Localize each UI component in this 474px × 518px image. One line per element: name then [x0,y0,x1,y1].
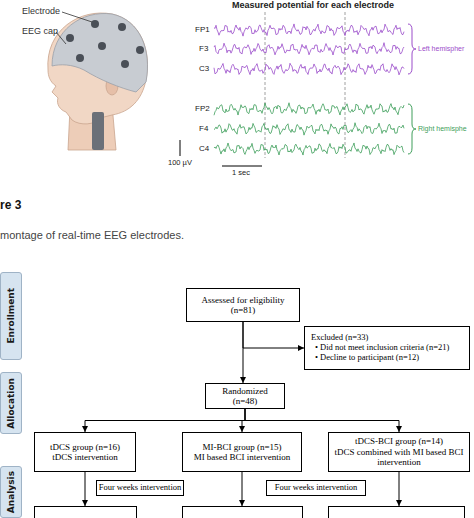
node-text: MI-BCI group (n=15) [202,442,281,452]
group-box: tDCS-BCI group (n=14)tDCS combined with … [328,432,470,472]
scale-bar [180,140,181,156]
process-box: Randomized (n=48) [205,383,285,409]
hemisphere-brace [408,24,416,74]
node-text: Excluded (n=33) [311,333,368,343]
electrode-dot [76,54,84,62]
phase-band: Enrollment [0,272,22,360]
flow-line [242,472,243,506]
node-text: MI based BCI intervention [194,452,291,462]
node-text: Four weeks intervention [275,483,358,493]
plot-title: Measured potential for each electrode [232,0,394,10]
eeg-trace [214,63,404,75]
node-text: tDCS group (n=16) [50,442,120,452]
cut-off-box [35,507,137,518]
flow-arrow [243,322,304,348]
channel-name: C4 [199,144,209,153]
channel-name: F3 [199,44,208,53]
cut-off-box [329,507,465,518]
eeg-trace [214,143,404,155]
flow-arrow [245,409,399,432]
electrode-dot [136,46,144,54]
node-text: Analysis [6,471,16,513]
time-marker [265,12,266,158]
eeg-trace [214,24,404,36]
node-text: tDCS combined with MI based BCI interven… [332,447,466,468]
scale-bar [222,166,262,167]
phase-band: Allocation [0,372,22,434]
electrode-dot [118,23,126,31]
electrode-dot [98,42,106,50]
channel-name: FP1 [195,25,210,34]
hemisphere-label: Right hemisphe [418,125,467,132]
duration-box: Four weeks intervention [96,480,184,496]
callout-label: EEG cap [22,26,58,36]
eeg-trace [214,43,404,55]
figure-caption: montage of real-time EEG electrodes. [0,229,184,241]
duration-box: Four weeks intervention [266,480,366,496]
scale-label: 100 µV [168,158,192,167]
eeg-traces [214,24,404,155]
process-box: Assessed for eligibility (n=81) [186,288,300,322]
cut-off-box [183,507,303,518]
eeg-trace [214,123,404,135]
electrode-dot [66,34,74,42]
group-box: MI-BCI group (n=15)MI based BCI interven… [182,432,302,472]
callout-label: Electrode [22,6,60,16]
leader-line [62,12,92,22]
flow-line [399,472,400,506]
channel-name: FP2 [195,104,210,113]
cap-strap [92,112,104,150]
eeg-trace [214,103,404,115]
node-text: Four weeks intervention [99,483,182,493]
node-text: tDCS intervention [52,452,118,462]
node-text: Enrollment [6,288,16,344]
flow-arrow [243,322,244,383]
figure-number: re 3 [0,198,21,212]
head [48,13,148,124]
hemisphere-brace [408,104,416,154]
hemisphere-label: Left hemispher [418,45,464,52]
exclusion-box: Excluded (n=33)• Did not meet inclusion … [304,326,470,370]
phase-band: Analysis [0,466,22,518]
node-text: • Decline to participant (n=12) [311,353,419,363]
electrode-dot [121,60,129,68]
flow-arrow [242,409,245,432]
scale-label: 1 sec [232,168,250,177]
eeg-cap [52,13,148,92]
electrode-dot [91,20,99,28]
channel-name: C3 [199,64,209,73]
node-text: • Did not meet inclusion criteria (n=21) [311,343,449,353]
group-box: tDCS group (n=16)tDCS intervention [34,432,136,472]
node-text: Assessed for eligibility (n=81) [190,295,296,316]
flow-line [85,472,86,506]
node-text: Randomized (n=48) [209,386,281,407]
node-text: Allocation [6,378,16,429]
channel-name: F4 [199,124,208,133]
flow-arrow [85,409,245,432]
node-text: tDCS-BCI group (n=14) [355,436,443,446]
